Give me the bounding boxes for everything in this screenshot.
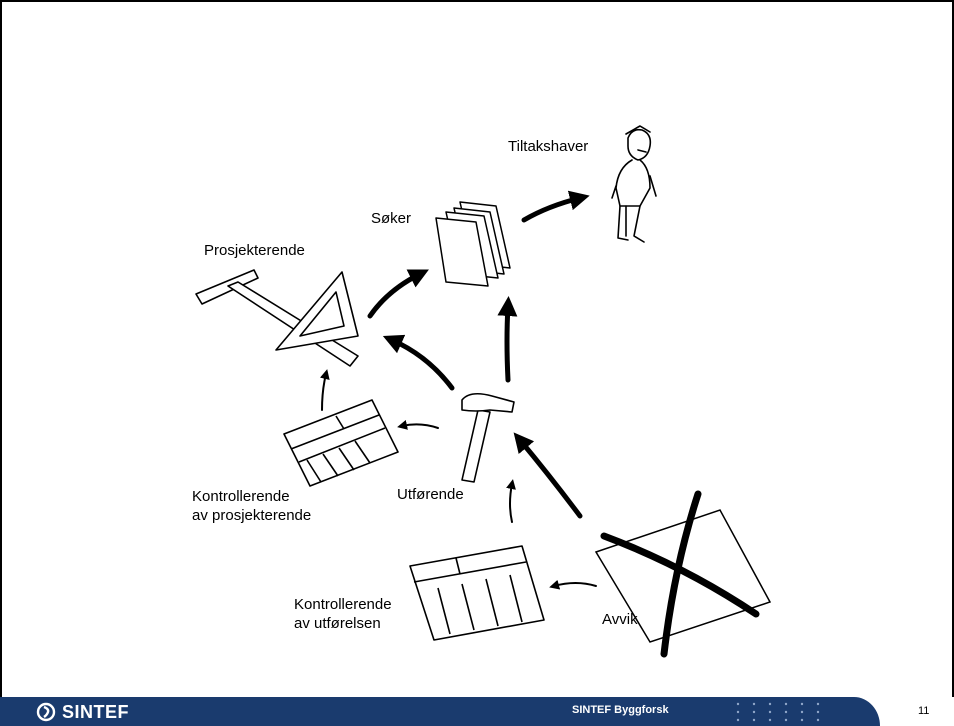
label-prosjekterende: Prosjekterende	[204, 242, 305, 259]
sintef-logo-icon	[36, 702, 56, 722]
label-kontrollerende-prosj-2: av prosjekterende	[192, 507, 312, 524]
page-number: 11	[918, 705, 930, 717]
footer-org-name: SINTEF Byggforsk	[572, 704, 669, 716]
deviation-sheet-icon	[594, 490, 772, 658]
logo-text: SINTEF	[62, 701, 130, 722]
sintef-logo: SINTEF	[36, 701, 129, 723]
label-soker: Søker	[371, 210, 412, 227]
label-kontrollerende-utf-2: av utførelsen	[294, 615, 381, 632]
label-utforende: Utførende	[397, 486, 464, 503]
label-tiltakshaver: Tiltakshaver	[508, 138, 589, 155]
control-table-lower	[409, 545, 545, 641]
process-diagram	[195, 125, 772, 658]
control-table-upper	[283, 399, 399, 487]
label-avvik: Avvik	[602, 611, 638, 628]
slide-footer: SINTEF SINTEF Byggforsk 11	[0, 697, 954, 726]
hammer-icon	[461, 392, 515, 483]
document-stack-icon	[435, 201, 511, 287]
flow-arrows-thin	[319, 369, 597, 590]
label-kontrollerende-prosj-1: Kontrollerende	[192, 488, 290, 505]
flow-arrows-thick	[367, 190, 590, 519]
person-icon	[611, 125, 657, 243]
label-kontrollerende-utf-1: Kontrollerende	[294, 596, 392, 613]
footer-bar: SINTEF SINTEF Byggforsk	[0, 697, 880, 726]
drafting-tools-icon	[195, 269, 359, 367]
dot-pattern-icon	[736, 702, 820, 722]
